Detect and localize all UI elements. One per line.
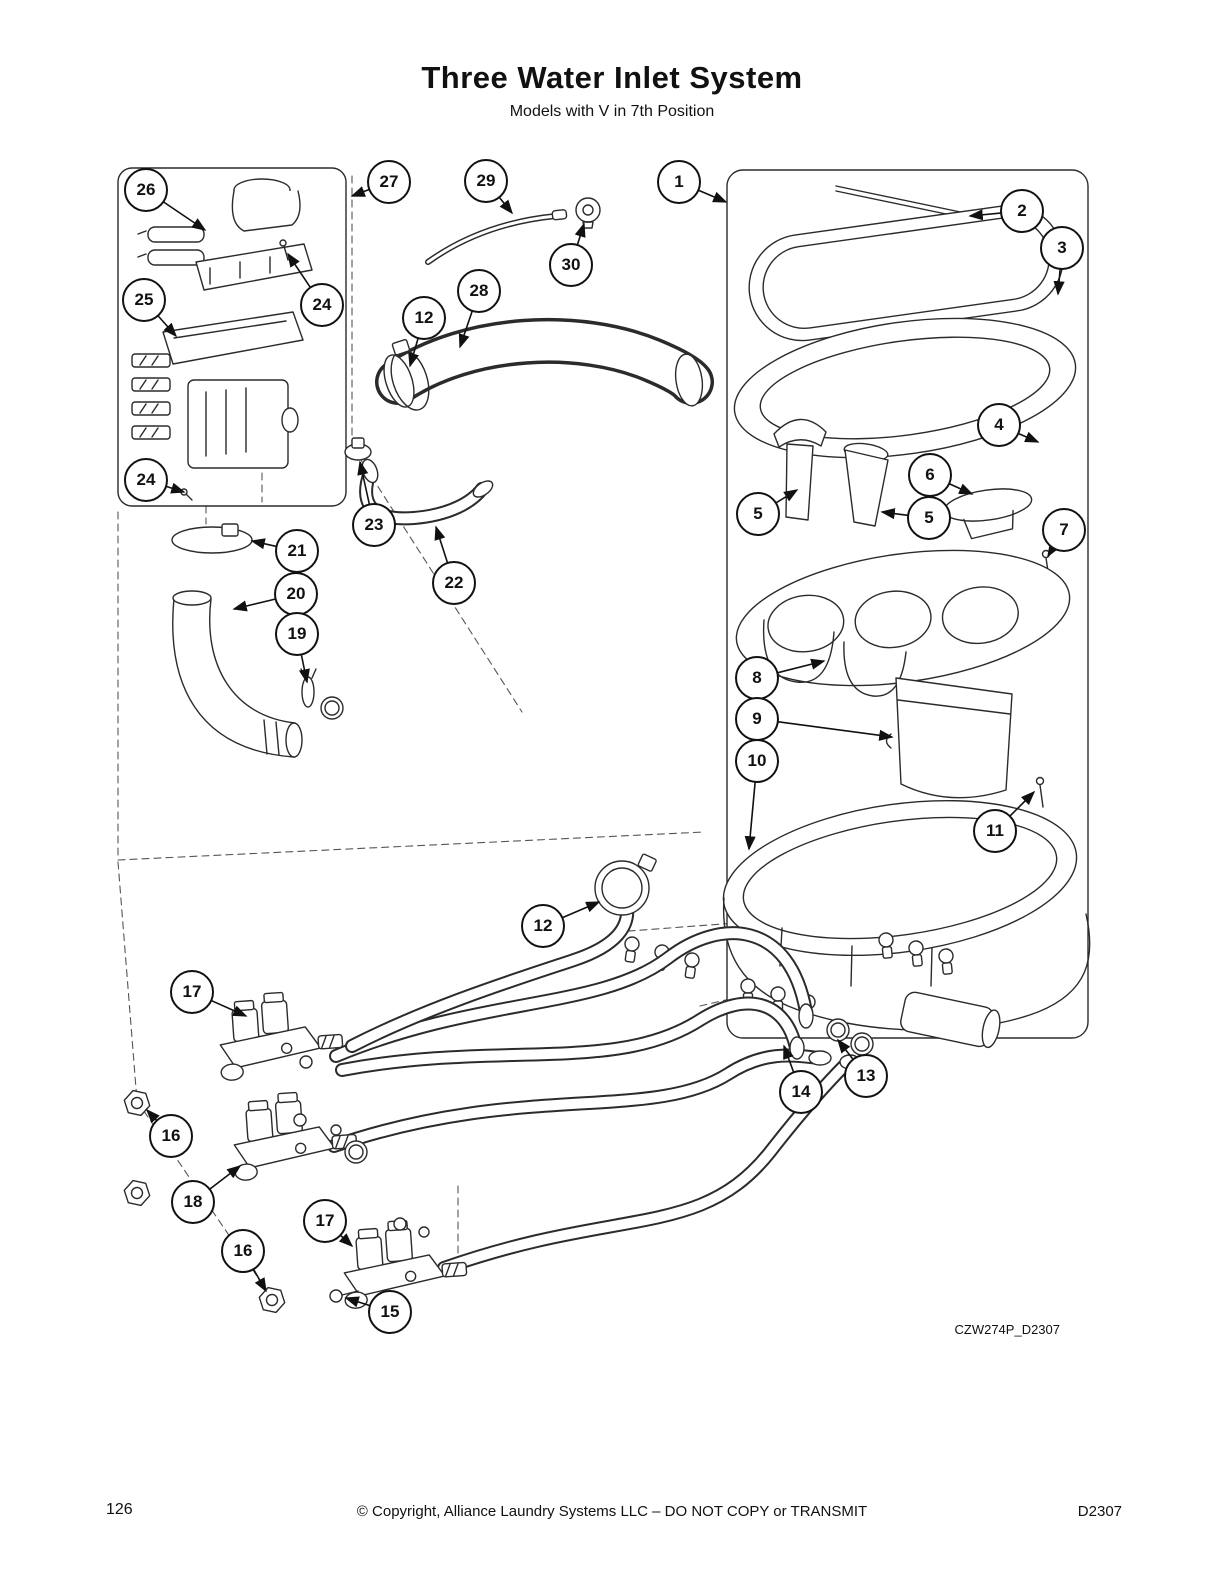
page-title: Three Water Inlet System bbox=[421, 60, 803, 95]
footer-page-number: 126 bbox=[106, 1501, 133, 1518]
upper-hose-group bbox=[344, 197, 714, 526]
footer-copyright: © Copyright, Alliance Laundry Systems LL… bbox=[356, 1503, 868, 1520]
drain-elbow-group bbox=[171, 523, 344, 758]
footer-doc-code: D2307 bbox=[1077, 1503, 1122, 1520]
inlet-valves bbox=[121, 987, 470, 1315]
fill-hoses bbox=[327, 853, 861, 1275]
inlet-mixing-assembly bbox=[117, 167, 347, 507]
page-subtitle: Models with V in 7th Position bbox=[509, 103, 715, 120]
figure-code: CZW274P_D2307 bbox=[954, 1322, 1061, 1337]
